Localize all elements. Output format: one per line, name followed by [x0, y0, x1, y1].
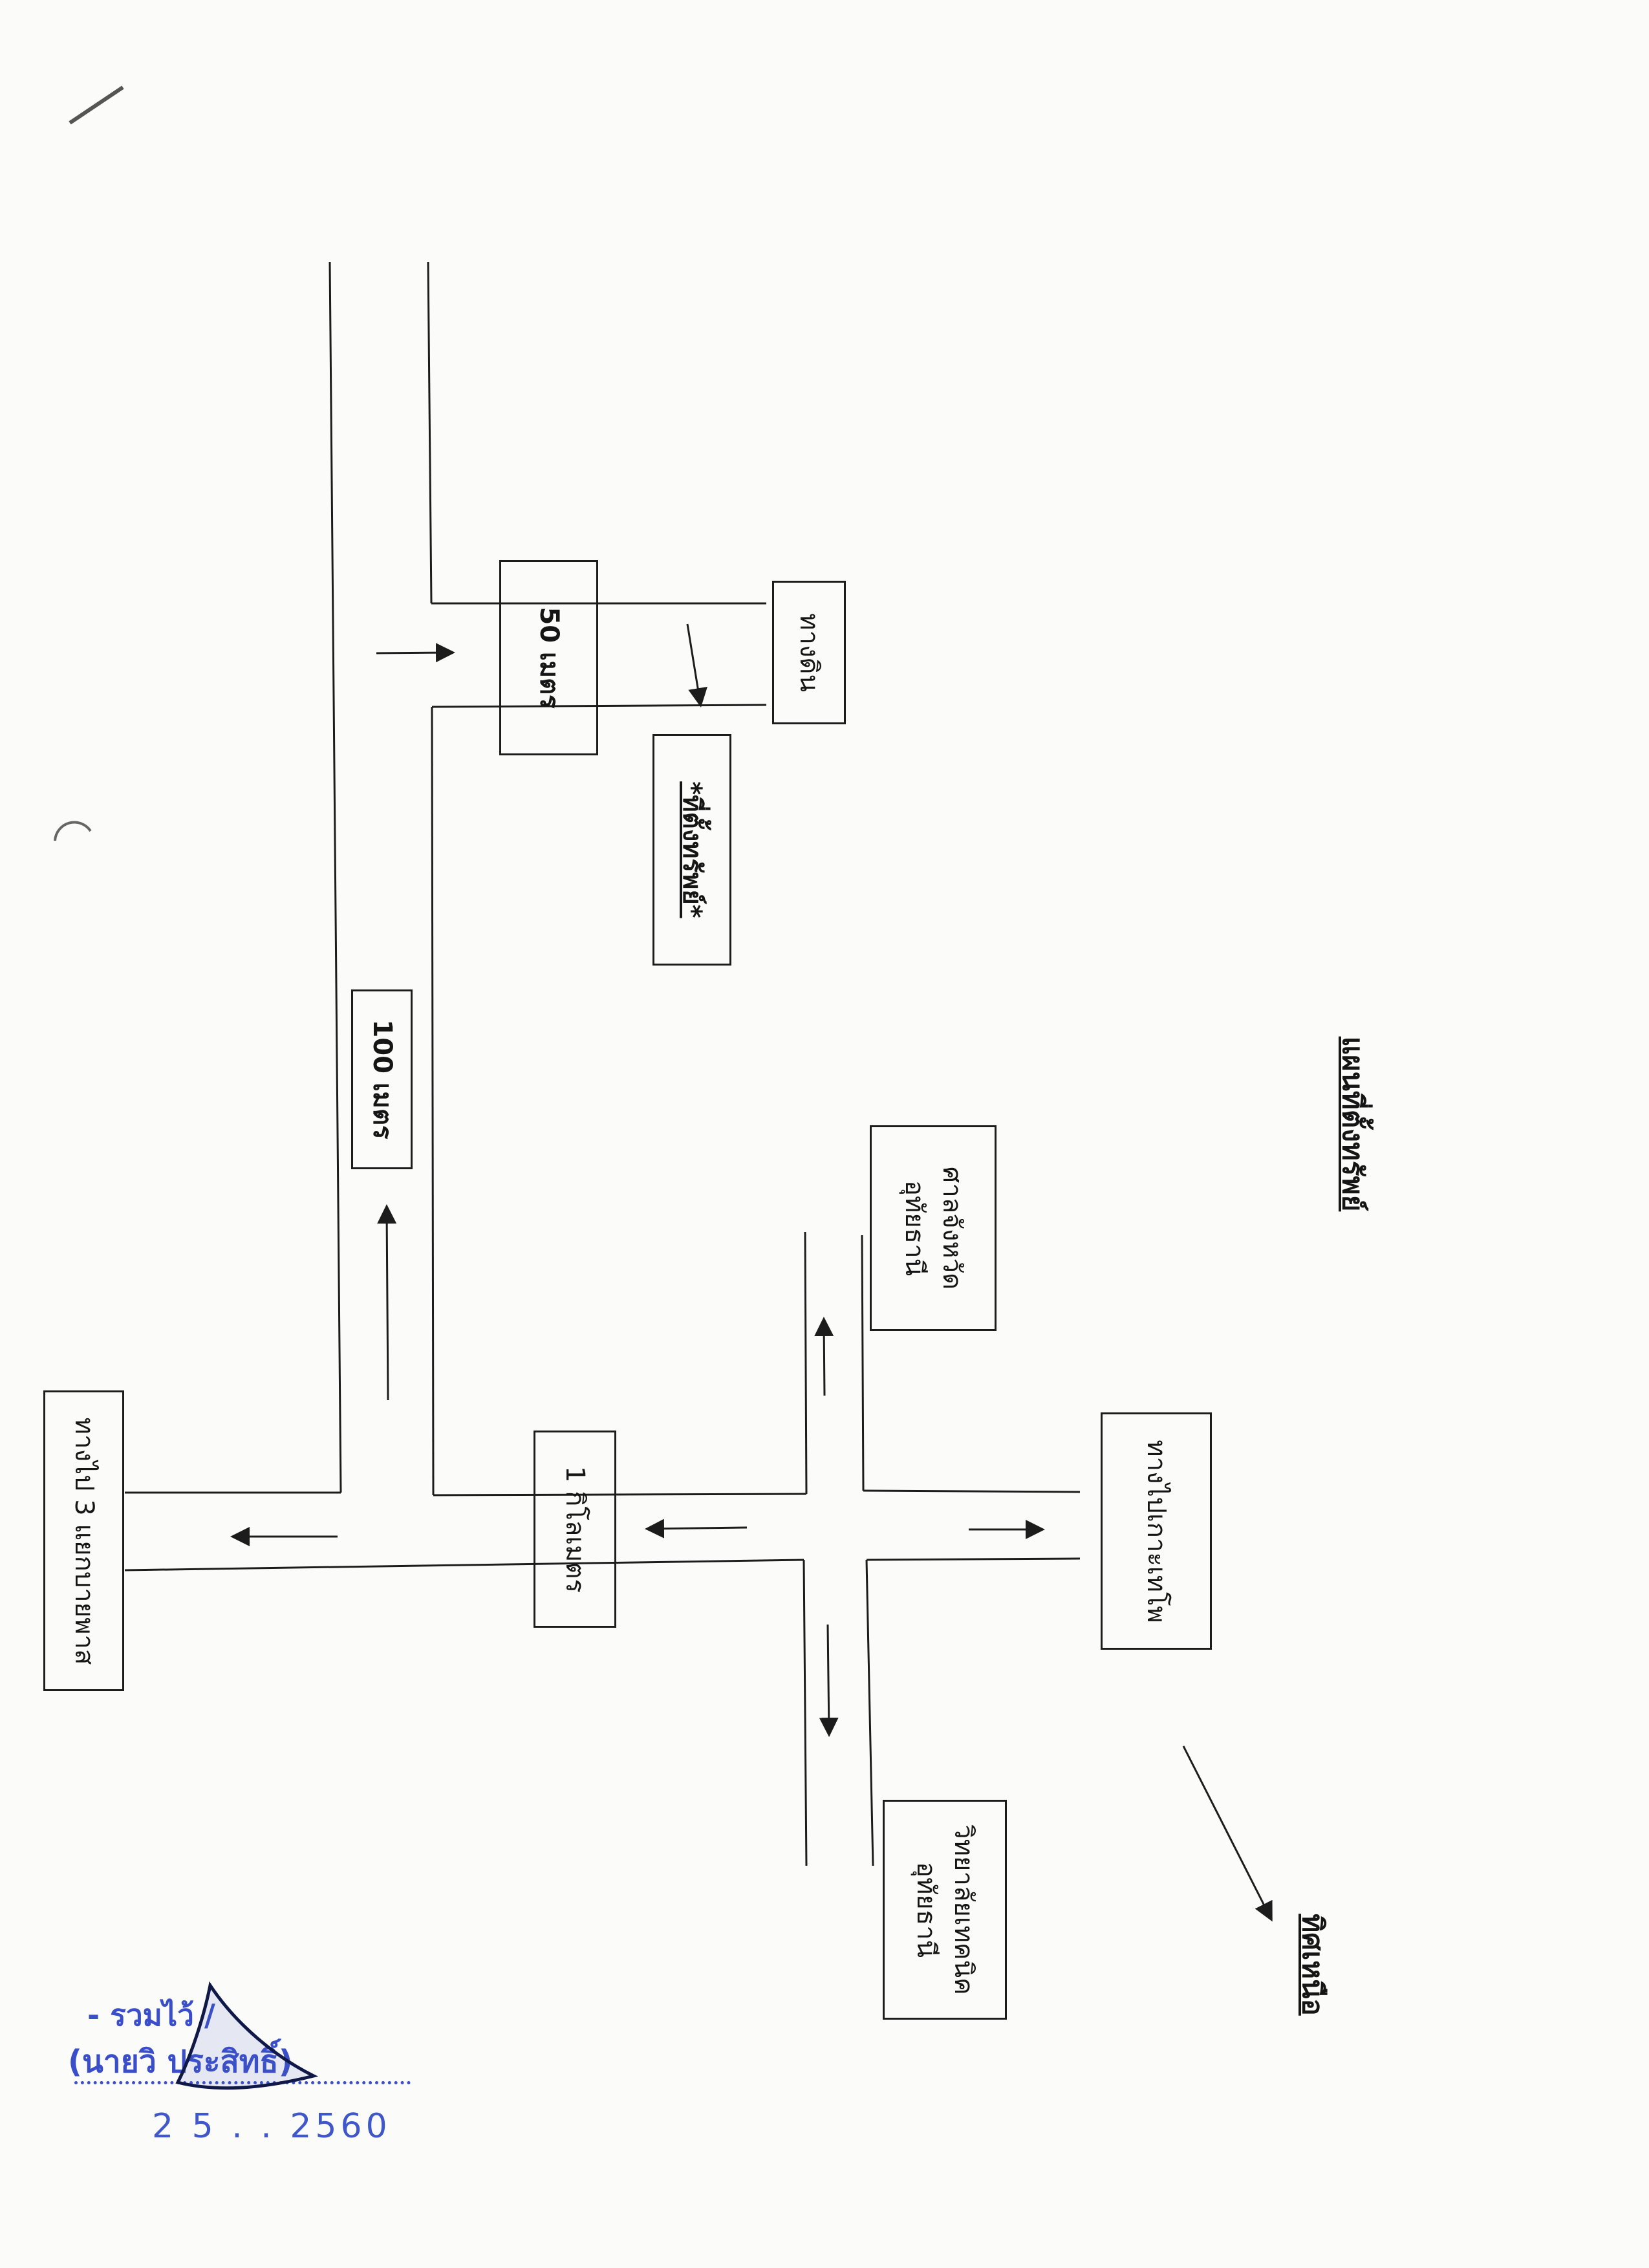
road-intersect-right-edge	[861, 1235, 865, 1491]
box-1-kilometer: 1 กิโลเมตร	[534, 1431, 616, 1628]
road-cross-bottom-edge-2	[866, 1557, 1081, 1561]
road-main-left-edge	[329, 261, 342, 1493]
label-technical-college: วิทยาลัยเทคนิค อุทัยธานี	[907, 1824, 982, 1995]
label-to-ko-thepho: ทางไปเกาะเทโพ	[1141, 1439, 1171, 1623]
arrow-down-to-college	[819, 1624, 839, 1737]
road-cross-top-edge-2	[433, 1493, 807, 1496]
label-college-line1: วิทยาลัยเทคนิค	[949, 1824, 978, 1995]
road-cross-bottom-edge	[124, 1559, 804, 1571]
box-technical-college: วิทยาลัยเทคนิค อุทัยธานี	[883, 1800, 1007, 2020]
arrow-left-cross-road	[645, 1518, 748, 1539]
approval-stamp: - รวมไว้ / (นายวิ ประสิทธิ์)	[61, 1981, 436, 2102]
label-provincial-court: ศาลจังหวัด อุทัยธานี	[896, 1167, 971, 1290]
label-court-line1: ศาลจังหวัด	[937, 1166, 967, 1290]
box-provincial-court: ศาลจังหวัด อุทัยธานี	[870, 1125, 997, 1331]
arrow-up-main-road	[377, 1204, 397, 1401]
road-dirt-bottom-edge	[431, 704, 767, 708]
label-college-line2: อุทัยธานี	[911, 1861, 941, 1958]
scan-mark	[69, 85, 124, 125]
box-50-meters: 50 เมตร	[499, 560, 598, 755]
arrow-north	[1182, 1745, 1273, 1922]
box-to-bypass-junction: ทางไป 3 แยกบายพาส	[43, 1390, 124, 1691]
label-court-line2: อุทัยธานี	[900, 1180, 929, 1277]
road-intersect-left-edge	[804, 1231, 808, 1495]
label-100-meters: 100 เมตร	[367, 1019, 397, 1139]
label-to-bypass-junction: ทางไป 3 แยกบายพาส	[69, 1417, 99, 1665]
stamp-date: 2 5 . . 2560	[152, 2107, 391, 2146]
label-dirt-road: ทางดิน	[794, 613, 824, 692]
label-1-kilometer: 1 กิโลเมตร	[560, 1465, 590, 1593]
road-intersect-right-edge-2	[865, 1559, 874, 1866]
road-main-right-edge	[427, 261, 433, 604]
box-dirt-road: ทางดิน	[772, 581, 846, 724]
north-label: ทิศเหนือ	[1296, 1914, 1329, 2016]
scan-mark-arc	[54, 821, 92, 841]
stamp-line-1: - รวมไว้ /	[87, 1998, 215, 2033]
road-intersect-left-edge-2	[803, 1559, 808, 1866]
signature-mark	[175, 1981, 319, 2090]
box-100-meters: 100 เมตร	[351, 989, 413, 1169]
arrow-into-property	[686, 623, 707, 707]
label-50-meters: 50 เมตร	[534, 607, 564, 709]
box-property-location: *ที่ตั้งทรัพย์*	[652, 734, 731, 966]
label-property-location: *ที่ตั้งทรัพย์*	[677, 781, 707, 918]
box-to-ko-thepho: ทางไปเกาะเทโพ	[1101, 1412, 1212, 1650]
stamp-dotted-line	[74, 2081, 411, 2084]
road-main-right-edge-2	[431, 706, 435, 1496]
road-cross-top-edge-3	[863, 1489, 1081, 1493]
map-title: แผนที่ตั้งทรัพย์	[1336, 1036, 1369, 1212]
